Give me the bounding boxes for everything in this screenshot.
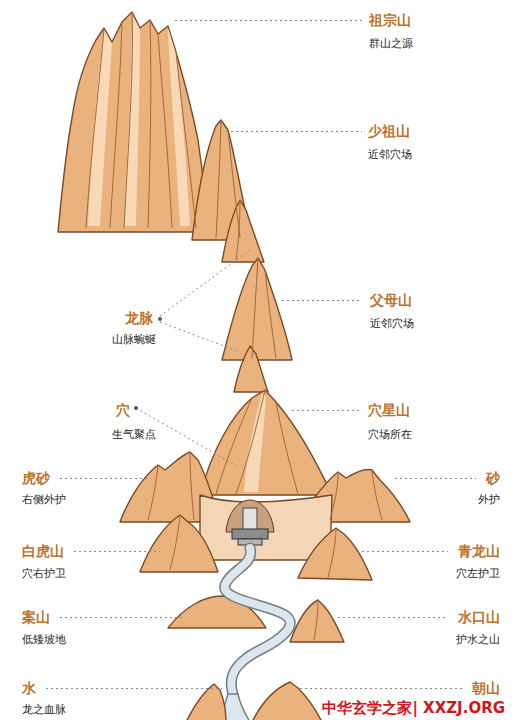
facing-mountain: [252, 682, 322, 720]
tomb-stele: [243, 508, 257, 530]
leader-line: [226, 131, 362, 132]
leader-line: [74, 551, 160, 552]
mountain-name: 虎砂: [22, 470, 50, 487]
mountain-note: 低矮坡地: [22, 633, 66, 646]
mountain-note: 穴右护卫: [22, 567, 66, 580]
mountain-name: 白虎山: [22, 543, 64, 560]
mountains: [58, 12, 410, 642]
mountain-name: 少祖山: [368, 123, 410, 140]
mountain-note: 穴场所在: [368, 428, 412, 441]
leader-line: [395, 478, 476, 479]
leader-dot: [158, 317, 162, 321]
mountain-name: 青龙山: [458, 543, 500, 560]
ridge-line: [216, 120, 276, 358]
ancestor-highlight: [88, 14, 190, 226]
tomb-mound: [226, 500, 274, 532]
mountain-name: 案山: [22, 609, 50, 626]
leader-line: [60, 617, 185, 618]
azure-dragon-mountain: [298, 528, 372, 580]
mountain-note: 护水之山: [456, 633, 500, 646]
foreground-hills: [186, 682, 322, 720]
leader-line: [46, 688, 222, 689]
mountain-note: 近邻穴场: [370, 317, 414, 330]
leader-line: [175, 20, 362, 21]
leader-line: [60, 478, 148, 479]
leader-line: [362, 551, 448, 552]
foreground-hill: [186, 684, 226, 720]
leader-line: [282, 300, 362, 301]
mountain-name: 水: [22, 680, 36, 697]
mountain-name: 水口山: [458, 609, 500, 626]
watermark: 中华玄学之家| XXZJ.ORG: [322, 699, 505, 717]
mountain-name: 朝山: [472, 680, 500, 697]
mountain-note: 右侧外护: [22, 493, 66, 506]
tomb-base: [232, 529, 268, 539]
mountain-name: 父母山: [370, 292, 412, 309]
dragon-vein-neck: [234, 346, 268, 392]
leader-line: [160, 250, 250, 352]
mountain-note: 近邻穴场: [368, 148, 412, 161]
ridge-line: [86, 12, 196, 228]
mountain-name: 砂: [486, 470, 500, 487]
cave-star-mountain: [200, 390, 332, 495]
mountain-name: 龙脉: [125, 310, 153, 327]
leader-line: [300, 688, 462, 689]
ridge-lines: [86, 12, 382, 640]
leader-dots: [134, 317, 162, 410]
mountain-note: 穴左护卫: [456, 567, 500, 580]
mountain-note: 群山之源: [369, 37, 413, 50]
leader-line: [338, 617, 448, 618]
mountain-name: 穴: [116, 402, 130, 419]
mountain-note: 龙之血脉: [22, 703, 66, 716]
leader-dot: [134, 406, 138, 410]
ancestor-mountain: [58, 12, 212, 232]
leader-line: [292, 410, 362, 411]
mountain-name: 祖宗山: [369, 12, 411, 29]
tomb: [226, 500, 274, 545]
mountain-note: 山脉蜿蜒: [112, 333, 156, 346]
leader-lines: [46, 21, 476, 689]
mountain-name: 穴星山: [368, 402, 410, 419]
dragon-vein-ridge: [222, 200, 264, 262]
mountain-note: 外护: [478, 493, 500, 506]
mountain-note: 生气聚点: [112, 428, 156, 441]
ground-patch: [200, 495, 332, 560]
